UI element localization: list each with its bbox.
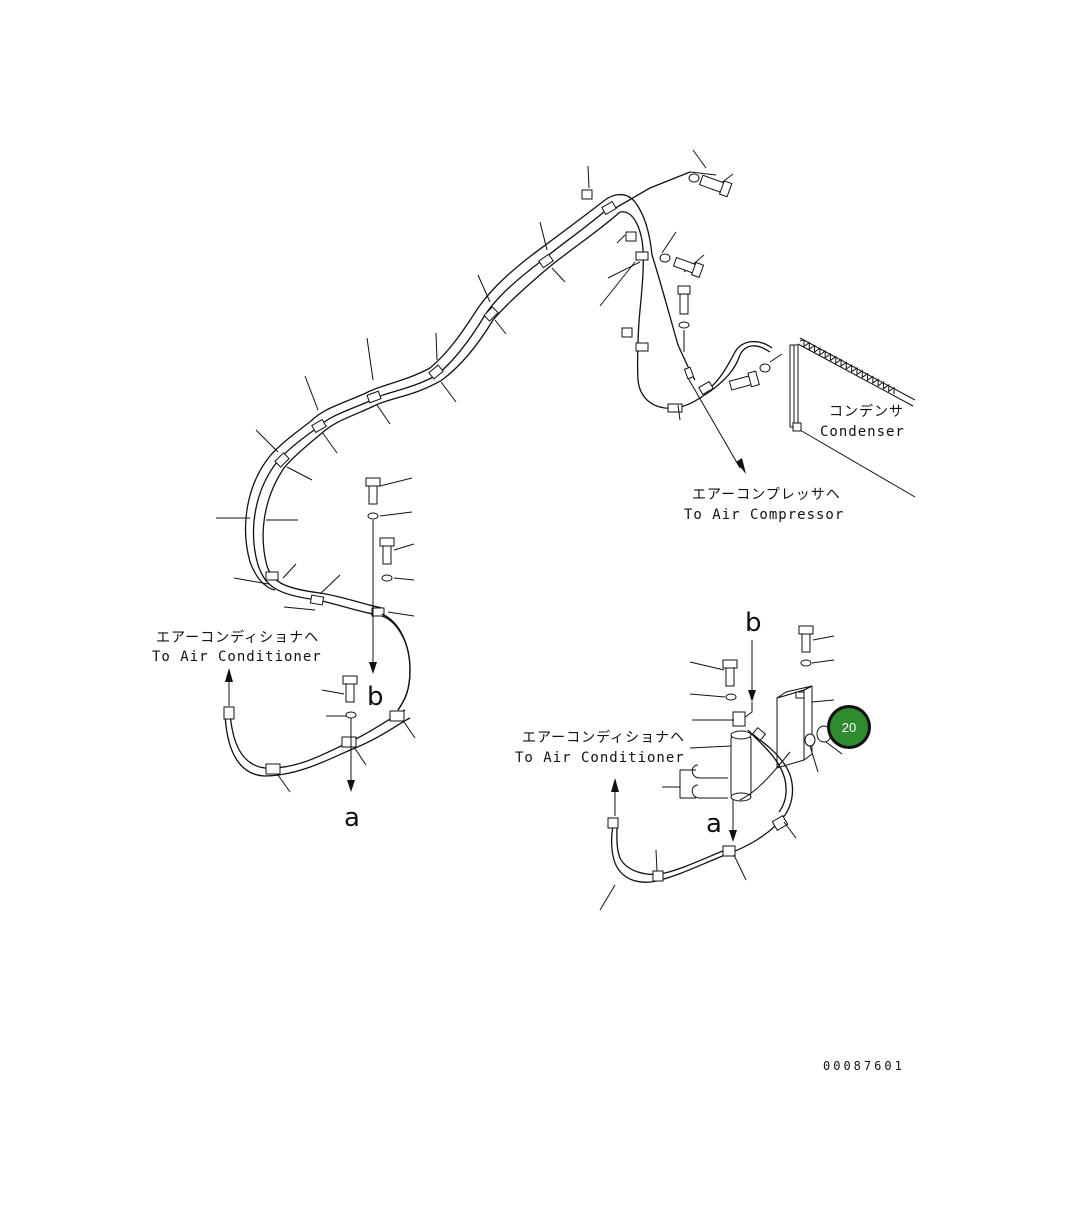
clamp [667, 403, 683, 413]
compressor-label-jp: エアーコンプレッサヘ [692, 487, 841, 503]
upper-mount-hardware [225, 477, 415, 792]
upper-leader-lines [216, 149, 734, 611]
clamp [771, 814, 789, 832]
clamp [483, 306, 499, 322]
bolt [722, 659, 738, 687]
bolt [798, 625, 814, 653]
washer [381, 574, 393, 582]
condenser-unit [789, 337, 916, 498]
clamp [341, 736, 357, 748]
bolt-vertical [677, 285, 691, 352]
clamp [722, 845, 736, 857]
clamp [652, 870, 664, 882]
clamp [538, 253, 554, 269]
callout-number: 20 [842, 720, 856, 735]
hose-end-fitting [607, 817, 619, 829]
bolt [342, 675, 358, 703]
hose-fitting [751, 727, 767, 741]
text-labels: コンデンサ Condenser エアーコンプレッサヘ To Air Compre… [152, 403, 905, 1073]
marker-b-upper: b [367, 682, 384, 712]
clamp [274, 452, 290, 468]
clamp [371, 607, 385, 617]
upper-lower-hoses [223, 613, 416, 793]
clamp [389, 710, 405, 722]
compressor-label-en: To Air Compressor [684, 507, 844, 523]
hose-end-fitting [223, 706, 235, 720]
clamp [635, 251, 649, 261]
upper-hose-bundle [244, 171, 773, 711]
bolt [365, 477, 381, 505]
washer [759, 363, 771, 373]
clamp [265, 763, 281, 775]
clamp [635, 342, 649, 352]
clamp [366, 390, 382, 404]
nut [581, 189, 593, 200]
bolt [728, 370, 760, 391]
receiver-drier [730, 734, 752, 798]
callout-badge-20[interactable]: 20 [827, 705, 871, 749]
conditioner-right-label-en: To Air Conditioner [515, 750, 685, 766]
washer [345, 711, 357, 719]
marker-a-upper: a [344, 803, 360, 833]
condenser-label-en: Condenser [820, 424, 905, 440]
clamp [265, 571, 279, 581]
washer [659, 253, 671, 263]
upper-clamps [265, 200, 714, 617]
compressor-arrow-head [736, 458, 746, 474]
conditioner-right-label-jp: エアーコンディショナヘ [522, 729, 685, 746]
lower-assembly [599, 625, 843, 911]
marker-b-lower: b [745, 608, 762, 638]
washer [804, 733, 816, 747]
upper-bolts [581, 173, 783, 391]
clamp [428, 364, 444, 380]
bolt [672, 256, 705, 279]
bolt [379, 537, 395, 565]
bolt [698, 174, 733, 198]
washer [367, 512, 379, 520]
marker-a-lower: a [706, 809, 722, 839]
condenser-label-jp: コンデンサ [829, 403, 904, 420]
mounting-bracket [776, 689, 805, 769]
clamp [683, 366, 695, 380]
compressor-arrow-line [687, 377, 741, 469]
washer [725, 693, 737, 701]
conditioner-left-label-jp: エアーコンディショナヘ [156, 629, 319, 646]
clamp [698, 380, 714, 396]
washer [800, 659, 812, 667]
clamp [311, 418, 327, 434]
nut [621, 327, 633, 338]
conditioner-left-label-en: To Air Conditioner [152, 649, 322, 665]
clamp [601, 200, 617, 216]
nut [625, 231, 637, 242]
washer [688, 173, 700, 183]
clamp [309, 594, 325, 606]
document-id: 00087601 [823, 1059, 905, 1073]
callout-fill [830, 708, 868, 746]
drier-fitting [732, 711, 746, 727]
